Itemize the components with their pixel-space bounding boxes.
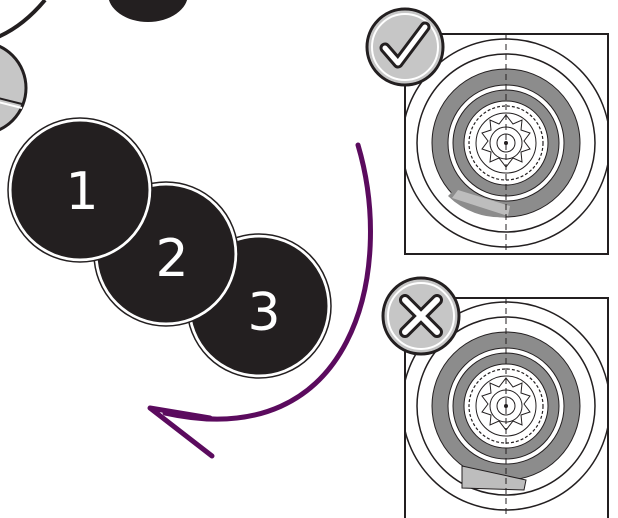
step-number-3: 3 — [247, 283, 280, 343]
step-number-2: 2 — [155, 229, 188, 289]
incorrect-orientation-panel — [381, 276, 609, 518]
rotation-arrow — [147, 142, 373, 459]
step-disc-1: 1 — [7, 117, 153, 263]
step-discs: 3 2 1 — [7, 117, 332, 379]
cross-icon — [381, 276, 461, 356]
correct-orientation-panel — [365, 7, 609, 255]
step-number-1: 1 — [65, 162, 98, 222]
partial-top-elements — [0, 0, 188, 132]
check-icon — [365, 7, 445, 87]
